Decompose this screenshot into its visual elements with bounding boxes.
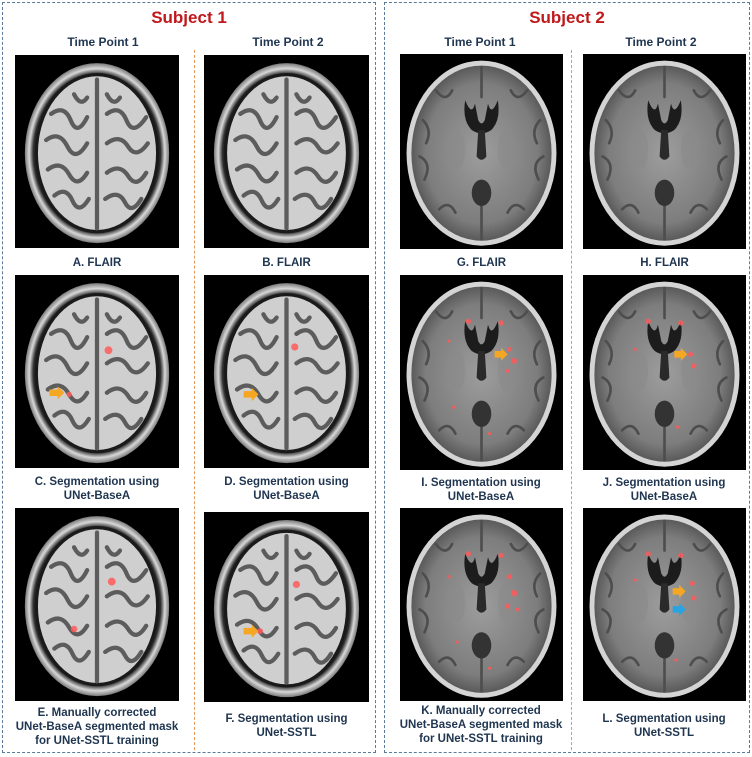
lesion-mark bbox=[70, 625, 78, 633]
lesion-mark bbox=[510, 589, 518, 597]
lesion-mark bbox=[506, 574, 512, 580]
lesion-mark bbox=[511, 357, 518, 364]
mri-tile-f bbox=[204, 512, 369, 702]
lesion-mark bbox=[455, 640, 459, 644]
lesion-mark bbox=[689, 580, 695, 586]
subject-2-panel: Subject 2 Time Point 1 Time Point 2 bbox=[384, 2, 750, 753]
lesion-mark bbox=[488, 431, 492, 436]
lesion-mark bbox=[104, 346, 113, 355]
lesion-mark bbox=[66, 391, 72, 398]
arrow-icon bbox=[672, 584, 686, 598]
lesion-mark bbox=[465, 318, 472, 324]
arrow-icon bbox=[243, 624, 259, 638]
subject-2-time-point-1: Time Point 1 bbox=[444, 35, 516, 49]
lesion-mark bbox=[687, 351, 694, 357]
lesion-mark bbox=[678, 320, 684, 326]
arrow-icon bbox=[494, 347, 508, 361]
lesion-mark bbox=[488, 666, 492, 670]
lesion-mark bbox=[515, 607, 520, 612]
lesion-mark bbox=[674, 658, 678, 662]
lesion-mark bbox=[506, 347, 512, 352]
mri-tile-d bbox=[204, 275, 369, 468]
subject-2-time-point-2: Time Point 2 bbox=[625, 35, 697, 49]
caption-g: G. FLAIR bbox=[456, 257, 507, 269]
lesion-mark bbox=[633, 347, 637, 352]
mri-tile-a bbox=[15, 55, 179, 248]
subject-1-time-point-2: Time Point 2 bbox=[252, 35, 324, 49]
caption-b: B. FLAIR bbox=[262, 257, 311, 269]
lesion-mark bbox=[691, 595, 697, 601]
lesion-mark bbox=[504, 603, 511, 609]
mri-tile-h bbox=[583, 54, 746, 249]
lesion-mark bbox=[675, 425, 680, 429]
caption-a: A. FLAIR bbox=[72, 257, 122, 269]
lesion-mark bbox=[645, 551, 651, 557]
subject-1-divider bbox=[194, 50, 195, 750]
mri-tile-j bbox=[583, 275, 746, 470]
lesion-mark bbox=[633, 578, 637, 582]
lesion-mark bbox=[447, 339, 451, 343]
mri-tile-g bbox=[400, 54, 563, 249]
lesion-mark bbox=[291, 343, 299, 351]
lesion-mark bbox=[465, 551, 472, 557]
subject-2-divider bbox=[571, 50, 572, 750]
lesion-mark bbox=[452, 405, 456, 409]
subject-1-panel: Subject 1 Time Point 1 Time Point 2 bbox=[2, 2, 376, 753]
lesion-mark bbox=[691, 363, 697, 369]
lesion-mark bbox=[505, 368, 510, 373]
lesion-mark bbox=[678, 552, 684, 559]
mri-tile-b bbox=[204, 55, 369, 248]
mri-tile-e bbox=[15, 508, 179, 701]
subject-2-title: Subject 2 bbox=[529, 8, 605, 27]
mri-tile-c bbox=[15, 275, 179, 468]
lesion-mark bbox=[498, 552, 504, 559]
mri-tile-i bbox=[400, 275, 563, 470]
lesion-mark bbox=[498, 320, 504, 326]
subject-1-title: Subject 1 bbox=[151, 8, 227, 27]
mri-tile-l bbox=[583, 508, 746, 701]
lesion-mark bbox=[447, 575, 451, 579]
lesion-mark bbox=[292, 580, 301, 588]
lesion-mark bbox=[107, 577, 116, 586]
lesion-mark bbox=[257, 628, 264, 635]
arrow-icon bbox=[674, 347, 688, 361]
mri-tile-k bbox=[400, 508, 563, 701]
lesion-mark bbox=[645, 318, 651, 324]
caption-h: H. FLAIR bbox=[640, 257, 689, 269]
subject-1-time-point-1: Time Point 1 bbox=[67, 35, 139, 49]
